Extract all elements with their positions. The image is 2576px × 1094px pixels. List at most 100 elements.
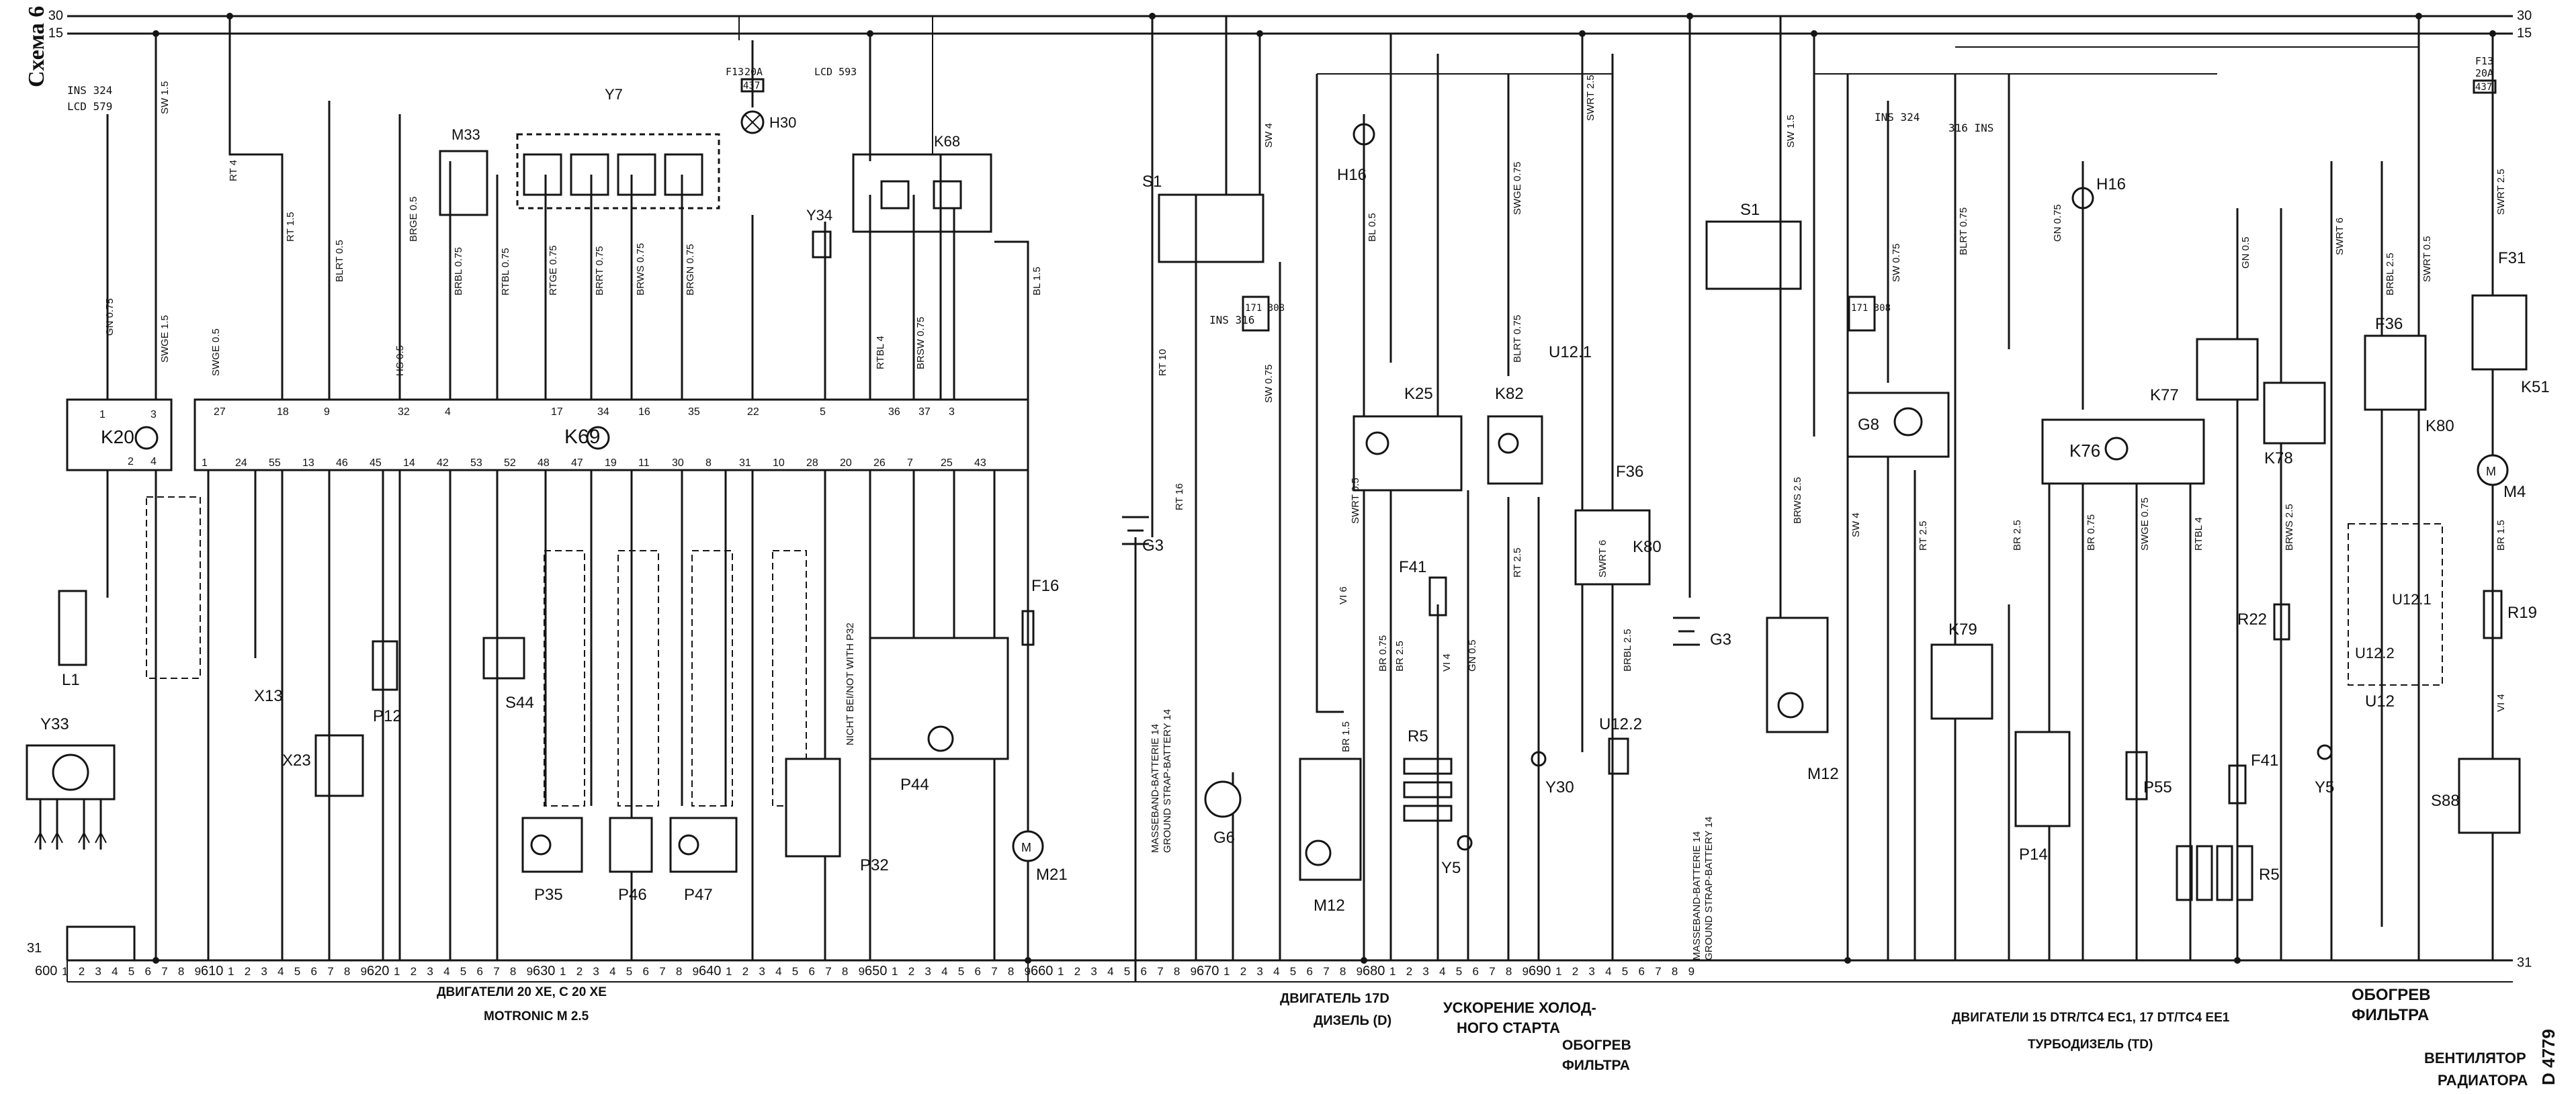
svg-text:U12.1: U12.1 bbox=[2392, 591, 2432, 608]
p44-sensor: P44 bbox=[869, 637, 1009, 794]
p46-sensor: P46 bbox=[609, 817, 653, 904]
svg-text:K79: K79 bbox=[1948, 621, 1977, 639]
svg-text:G6: G6 bbox=[1213, 829, 1235, 847]
svg-text:K51: K51 bbox=[2521, 378, 2550, 396]
ruler-digit: 8 bbox=[676, 965, 682, 978]
ruler-digit: 7 bbox=[1323, 965, 1329, 978]
ground-strap-note-2: GROUND STRAP-BATTERY 14 bbox=[1162, 709, 1173, 853]
rail-label-31-right: 31 bbox=[2517, 955, 2532, 970]
k77-relay: K77 bbox=[2150, 338, 2259, 404]
y7-injectors: Y7 bbox=[516, 86, 720, 210]
section-sublabel-fan: РАДИАТОРА bbox=[2438, 1072, 2528, 1089]
svg-text:437: 437 bbox=[2475, 82, 2492, 93]
svg-text:S88: S88 bbox=[2431, 792, 2460, 810]
wire-label: SWRT 6 bbox=[1597, 540, 1608, 578]
x23-connector: X23 bbox=[282, 734, 364, 797]
section-sublabel-filter-heat-1: ФИЛЬТРА bbox=[1562, 1058, 1630, 1073]
wire-label: RT 2.5 bbox=[1512, 548, 1523, 578]
ruler-digit: 6 bbox=[1141, 965, 1147, 978]
f36-k80-diesel: F36 K80 bbox=[1574, 463, 1662, 586]
ruler-digit: 8 bbox=[510, 965, 516, 978]
wire-label: BR 2.5 bbox=[1394, 641, 1406, 672]
svg-text:P55: P55 bbox=[2143, 778, 2172, 796]
k69-pin-top: 9 bbox=[324, 406, 330, 418]
ruler-digit: 3 bbox=[1090, 965, 1097, 978]
wire-label: BRSW 0.75 bbox=[915, 317, 927, 369]
tag-ins: INS 324 bbox=[67, 84, 112, 97]
svg-text:Y34: Y34 bbox=[806, 207, 832, 224]
wire-label: BRBL 0.75 bbox=[453, 247, 464, 295]
ruler-digit: 8 bbox=[1340, 965, 1346, 978]
k69-pin-bottom: 28 bbox=[806, 457, 818, 469]
section-label-motronic: ДВИГАТЕЛИ 20 XE, C 20 XE bbox=[437, 985, 607, 999]
svg-text:F13: F13 bbox=[2475, 55, 2493, 67]
wire-label: BRWS 2.5 bbox=[2284, 504, 2295, 551]
g3-battery-td: G3 bbox=[1673, 617, 1731, 649]
wire-label: RT 1.5 bbox=[285, 212, 296, 242]
svg-text:P47: P47 bbox=[684, 886, 713, 904]
ruler-digit: 1 bbox=[560, 965, 566, 978]
ruler-digit: 3 bbox=[925, 965, 931, 978]
svg-text:F13: F13 bbox=[726, 66, 744, 78]
svg-text:Y33: Y33 bbox=[40, 715, 69, 733]
k69-pin-top: 37 bbox=[918, 406, 931, 418]
wire-label: BLRT 0.75 bbox=[1512, 315, 1523, 363]
svg-text:K78: K78 bbox=[2264, 449, 2293, 467]
ruler-digit: 9 bbox=[1522, 965, 1529, 978]
wire-label: SW 1.5 bbox=[159, 81, 171, 114]
k79-relay: K79 bbox=[1930, 621, 1993, 720]
ruler-decade: 640 bbox=[699, 964, 721, 978]
h30-lamp: H30 F13 20A 437 bbox=[726, 66, 796, 134]
svg-text:P46: P46 bbox=[618, 886, 647, 904]
ruler-decade: 600 bbox=[35, 964, 57, 978]
k69-pin-bottom: 19 bbox=[605, 457, 617, 469]
p14-sensor: P14 bbox=[2014, 731, 2071, 864]
svg-text:M: M bbox=[2486, 465, 2496, 478]
y30-valve: Y30 bbox=[1531, 751, 1574, 796]
ruler-digit: 4 bbox=[112, 965, 118, 978]
svg-text:1: 1 bbox=[99, 409, 105, 420]
ruler-digit: 8 bbox=[1506, 965, 1512, 978]
wire-label: SW 4 bbox=[1850, 512, 1862, 537]
wire-label: RTBL 4 bbox=[875, 336, 886, 369]
k69-pin-bottom: 10 bbox=[773, 457, 785, 469]
y5-valve-td: Y5 bbox=[2315, 744, 2334, 796]
k69-pin-top: 27 bbox=[214, 406, 226, 418]
wire-label: BR 0.75 bbox=[1377, 635, 1389, 672]
k82-relay: K82 bbox=[1487, 385, 1543, 485]
wire-label: BR 2.5 bbox=[2012, 520, 2023, 551]
k69-pin-bottom: 11 bbox=[638, 457, 650, 469]
f16-fuse: F16 bbox=[1021, 577, 1059, 646]
ruler-digit: 9 bbox=[195, 965, 201, 978]
p55-sensor: P55 bbox=[2125, 751, 2172, 801]
ground-strap-note-4: GROUND STRAP-BATTERY 14 bbox=[1703, 817, 1715, 960]
ruler-digit: 6 bbox=[643, 965, 649, 978]
h16-lamp-diesel: H16 bbox=[1337, 123, 1375, 184]
s1-ignition-switch-diesel: S1 171 308 bbox=[1142, 173, 1285, 332]
motronic-wiring bbox=[66, 16, 1029, 982]
ruler-decade: 610 bbox=[201, 964, 223, 978]
svg-text:R22: R22 bbox=[2237, 610, 2267, 629]
svg-text:K68: K68 bbox=[934, 133, 960, 150]
f36-k80-td: F36 K80 bbox=[2364, 315, 2454, 435]
x13-label: X13 bbox=[254, 687, 283, 705]
k69-pin-top: 4 bbox=[445, 406, 451, 418]
ruler-digit: 1 bbox=[1389, 965, 1396, 978]
svg-text:S44: S44 bbox=[505, 694, 534, 712]
wire-label: BRGE 0.5 bbox=[408, 196, 419, 242]
svg-text:F36: F36 bbox=[2375, 315, 2403, 333]
svg-text:M4: M4 bbox=[2503, 483, 2526, 501]
wire-label: RTGE 0.75 bbox=[548, 245, 559, 295]
ruler-digit: 9 bbox=[1357, 965, 1363, 978]
tag-lcd593: LCD 593 bbox=[814, 66, 857, 78]
k68-relay: K68 bbox=[852, 133, 992, 233]
ruler-digit: 7 bbox=[659, 965, 665, 978]
ruler-digit: 2 bbox=[908, 965, 914, 978]
s1-ignition-switch-td: S1 171 308 bbox=[1705, 201, 1891, 332]
ruler-digit: 8 bbox=[178, 965, 184, 978]
ruler-digit: 8 bbox=[1672, 965, 1678, 978]
ruler-decade: 680 bbox=[1363, 964, 1385, 978]
m12-starter-td: M12 bbox=[1766, 617, 1839, 783]
wire-label: RT 2.5 bbox=[1918, 521, 1929, 551]
ruler-digit: 7 bbox=[1655, 965, 1661, 978]
